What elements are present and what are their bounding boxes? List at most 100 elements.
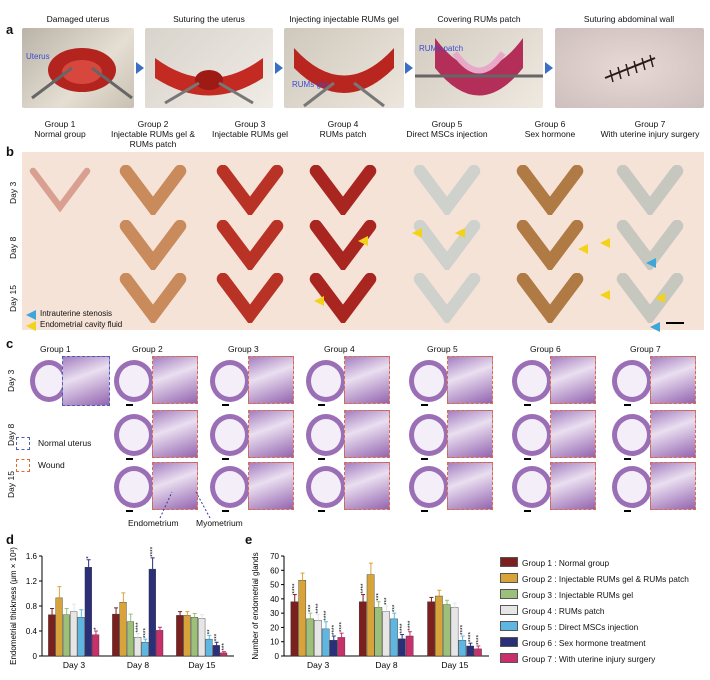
group-number: Group 4: [327, 119, 359, 129]
significance-mark: ****: [292, 583, 299, 594]
legend-entry: Group 1 : Normal group: [500, 557, 609, 568]
y-tick-label: 20: [270, 623, 279, 632]
arrow-4-icon: [545, 62, 553, 74]
x-tick-label: Day 8: [127, 660, 149, 670]
bar: [148, 568, 156, 657]
group-number: Group 6: [534, 119, 566, 129]
bar: [70, 611, 78, 657]
group-number: Group 1: [44, 119, 76, 129]
y-tick-label: 1.6: [26, 552, 38, 561]
bar: [126, 621, 134, 657]
significance-mark: ****: [331, 624, 338, 635]
scale-bar: [624, 458, 631, 460]
significance-mark: *: [86, 556, 93, 559]
histology-group-title: Group 6: [530, 344, 561, 354]
histology-section: [512, 466, 552, 508]
bar: [77, 617, 85, 657]
significance-mark: ****: [150, 546, 157, 557]
x-tick-label: Day 3: [307, 660, 329, 670]
scale-bar: [318, 404, 325, 406]
normal-zoom-box: [62, 356, 110, 406]
y-tick-label: 30: [270, 609, 279, 618]
bar: [466, 645, 474, 657]
arrow-1-icon: [136, 62, 144, 74]
histology-section: [210, 360, 250, 402]
significance-mark: *: [93, 627, 100, 630]
scale-bar: [524, 458, 531, 460]
bar: [390, 618, 398, 657]
x-tick-label: Day 3: [63, 660, 85, 670]
histology-section: [210, 466, 250, 508]
wound-zoom-box: [344, 356, 390, 404]
photo-suturing-uterus: [145, 28, 273, 108]
uterus-photo: [29, 167, 91, 213]
uterus-photo: [516, 220, 584, 270]
bar: [435, 595, 443, 657]
legend-swatch: [500, 653, 518, 663]
uterus-photo: [516, 273, 584, 323]
histology-section: [409, 414, 449, 456]
fluid-legend-icon: [26, 321, 36, 331]
bar: [198, 618, 206, 657]
significance-mark: ****: [475, 634, 482, 645]
legend-entry: Group 4 : RUMs patch: [500, 605, 605, 616]
fluid-legend-label: Endometrial cavity fluid: [40, 320, 123, 329]
suturing-uterus-drawing: [155, 58, 263, 105]
legend-swatch: [500, 621, 518, 631]
bar: [314, 620, 322, 657]
scale-bar: [222, 404, 229, 406]
significance-mark: ***: [307, 604, 314, 612]
legend-entry: Group 2 : Injectable RUMs gel & RUMs pat…: [500, 573, 689, 584]
step-label: Covering RUMs patch: [437, 14, 521, 24]
fluid-marker-icon: [358, 236, 368, 246]
group-name: RUMs patch: [319, 129, 367, 139]
uterus-photo: [119, 220, 187, 270]
histology-group-title: Group 2: [132, 344, 163, 354]
group-number: Group 2: [137, 119, 169, 129]
legend-label: Group 1 : Normal group: [522, 558, 610, 568]
scale-bar: [318, 510, 325, 512]
histology-section: [306, 360, 346, 402]
wound-zoom-box: [248, 356, 294, 404]
fluid-marker-icon: [314, 296, 324, 306]
histology-section: [114, 360, 154, 402]
bar: [474, 648, 482, 657]
panel-label-c: c: [6, 336, 14, 351]
uterus-photo: [616, 273, 684, 323]
y-tick-label: 60: [270, 566, 279, 575]
scale-bar: [421, 510, 428, 512]
photo-injecting-gel: RUMs gel: [284, 28, 404, 108]
panel-label-d: d: [6, 532, 14, 547]
bar: [398, 638, 406, 657]
legend-label: Group 3 : Injectable RUMs gel: [522, 590, 634, 600]
group-name: Injectable RUMs gel: [211, 129, 289, 139]
wound-zoom-box: [248, 410, 294, 458]
group-number: Group 5: [431, 119, 463, 129]
normal-uterus-legend-box: [16, 437, 30, 450]
y-tick-label: 10: [270, 638, 279, 647]
histology-group-title: Group 1: [40, 344, 71, 354]
step-label: Suturing abdominal wall: [583, 14, 675, 24]
injecting-gel-drawing: [294, 48, 394, 108]
legend-label: Group 2 : Injectable RUMs gel & RUMs pat…: [522, 574, 689, 584]
myometrium-annotation: Myometrium: [196, 518, 243, 528]
significance-mark: ***: [214, 633, 221, 641]
uterus-photo: [216, 165, 284, 215]
bar: [84, 567, 92, 657]
wound-legend-box: [16, 459, 30, 472]
wound-zoom-box: [248, 462, 294, 510]
histology-section: [306, 414, 346, 456]
bar: [205, 638, 213, 657]
scale-bar: [624, 404, 631, 406]
bar: [134, 637, 142, 657]
significance-mark: ****: [339, 622, 346, 633]
histology-group-title: Group 4: [324, 344, 355, 354]
group-name: Direct MSCs injection: [406, 129, 488, 139]
y-tick-label: 70: [270, 552, 279, 561]
rums-gel-label: RUMs gel: [292, 80, 328, 89]
bar: [183, 615, 191, 657]
uterus-photo: [309, 165, 377, 215]
y-tick-label: 0: [275, 652, 280, 661]
